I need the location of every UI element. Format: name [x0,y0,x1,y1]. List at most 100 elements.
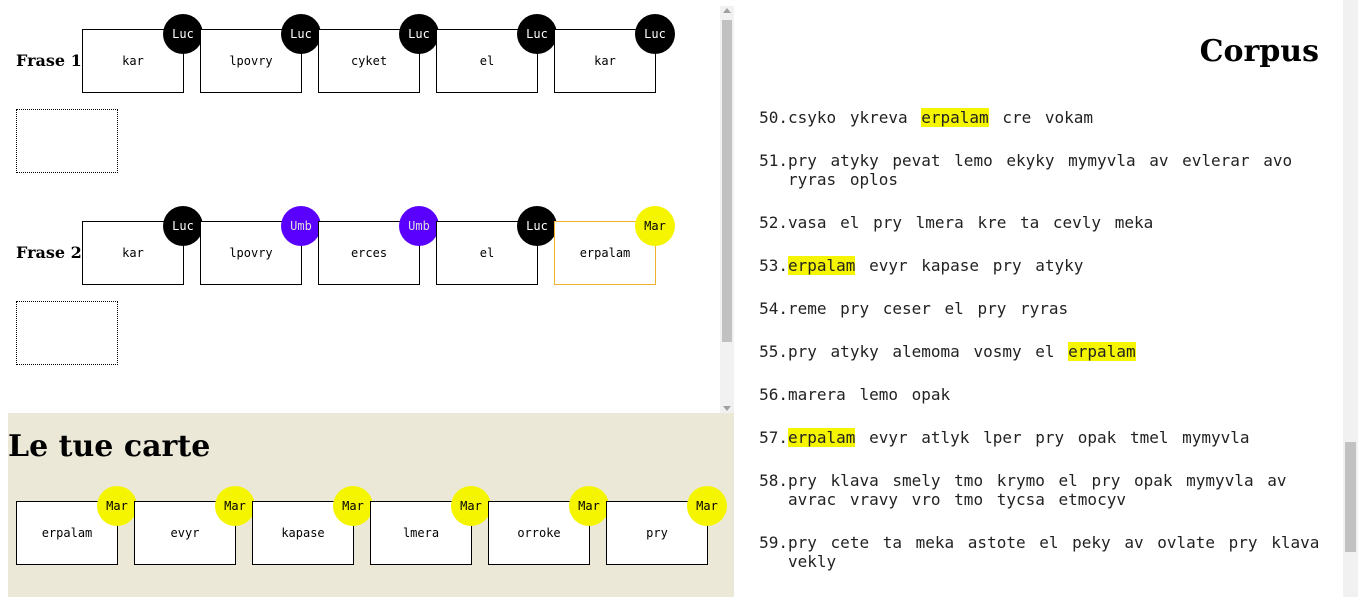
sentence-number: 55. [759,342,788,361]
corpus-word: vokam [1044,108,1094,127]
corpus-word: ykreva [849,108,908,127]
corpus-scrollbar[interactable] [1343,0,1358,597]
card-word: evyr [170,526,200,540]
board-card[interactable]: erces Umb [318,206,439,285]
corpus-word: ta [1019,213,1040,232]
corpus-word: tmel [1129,428,1169,447]
highlighted-word: erpalam [921,108,989,127]
card-word: kar [594,54,616,68]
corpus-word: astote [967,533,1026,552]
corpus-word: vosmy [973,342,1022,361]
drop-zone[interactable] [16,301,118,365]
corpus-word: kapase [921,256,980,275]
board-card[interactable]: kar Luc [82,14,203,93]
hand-card[interactable]: erpalam Mar [16,486,137,565]
owner-badge: Luc [517,14,557,54]
sentence-row-1: Frase 1 kar Luc lpovry Luc cyket Luc el … [16,14,716,93]
corpus-word: el [1039,533,1059,552]
corpus-word: cevly [1052,213,1102,232]
scroll-down-icon[interactable] [723,406,731,411]
board-card-selected[interactable]: erpalam Mar [554,206,675,285]
card-word: lmera [402,526,440,540]
corpus-word: etmocyv [1058,490,1126,509]
corpus-word: evlerar [1182,151,1250,170]
board-card[interactable]: kar Luc [82,206,203,285]
corpus-word: opak [1077,428,1117,447]
corpus-word: cre [1002,108,1032,127]
highlighted-word: erpalam [788,256,856,275]
card-word: el [479,54,495,68]
drop-zone[interactable] [16,109,118,173]
corpus-word: marera [788,385,846,404]
corpus-word: av [1124,533,1144,552]
hand-card[interactable]: pry Mar [606,486,727,565]
owner-badge: Luc [163,14,203,54]
card-word: erpalam [579,246,631,260]
corpus-word: pry [1091,471,1121,490]
hand-card[interactable]: evyr Mar [134,486,255,565]
owner-badge: Luc [163,206,203,246]
owner-badge: Umb [399,206,439,246]
corpus-word: alemoma [892,342,960,361]
sentence-number: 50. [759,108,788,127]
hand-card[interactable]: kapase Mar [252,486,373,565]
sentence-text: csyko ykreva erpalam cre vokam [788,108,1328,127]
scrollbar-thumb[interactable] [1345,442,1356,552]
corpus-word: ceser [882,299,931,318]
board-card[interactable]: el Luc [436,206,557,285]
card-word: kar [122,246,144,260]
board-card[interactable]: cyket Luc [318,14,439,93]
corpus-word: el [944,299,964,318]
owner-badge: Mar [97,486,137,526]
corpus-word: pry [840,299,870,318]
sentence-number: 52. [759,213,788,232]
corpus-word: av [1149,151,1169,170]
highlighted-word: erpalam [788,428,856,447]
sentence-text: pry klava smely tmo krymo el pry opak my… [788,471,1328,509]
corpus-word: pry [1228,533,1258,552]
corpus-word: ta [882,533,902,552]
sentence-text: vasa el pry lmera kre ta cevly meka [788,213,1328,232]
board-scrollbar[interactable] [720,6,734,413]
corpus-word: lmera [915,213,964,232]
corpus-word: el [1058,471,1078,490]
scroll-up-icon[interactable] [723,8,731,13]
corpus-word: pry [788,533,817,552]
corpus-word: ovlate [1157,533,1216,552]
sentence-number: 59. [759,533,788,552]
highlighted-word: erpalam [1068,342,1136,361]
corpus-word: vasa [788,213,827,232]
corpus-word: tmo [954,490,984,509]
card-word: kapase [281,526,325,540]
corpus-word: reme [788,299,827,318]
corpus-word: mymyvla [1068,151,1136,170]
sentence-text: pry cete ta meka astote el peky av ovlat… [788,533,1328,571]
corpus-word: smely [892,471,941,490]
corpus-word: el [840,213,860,232]
card-word: erces [350,246,388,260]
corpus-word: av [1267,471,1287,490]
board-card[interactable]: lpovry Luc [200,14,321,93]
corpus-word: vro [911,490,941,509]
owner-badge: Luc [399,14,439,54]
game-panel: Frase 1 kar Luc lpovry Luc cyket Luc el … [8,6,734,597]
corpus-word: cete [830,533,870,552]
board: Frase 1 kar Luc lpovry Luc cyket Luc el … [8,6,720,413]
scrollbar-thumb[interactable] [722,20,732,342]
hand-card[interactable]: orroke Mar [488,486,609,565]
owner-badge: Mar [333,486,373,526]
corpus-word: atlyk [921,428,970,447]
board-card[interactable]: lpovry Umb [200,206,321,285]
hand-card[interactable]: lmera Mar [370,486,491,565]
corpus-word: evyr [869,428,908,447]
corpus-word: pevat [892,151,941,170]
row-label: Frase 1 [16,51,82,70]
corpus-word: avrac [788,490,837,509]
corpus-word: pry [1035,428,1065,447]
board-card[interactable]: el Luc [436,14,557,93]
board-card[interactable]: kar Luc [554,14,675,93]
corpus-word: ekyky [1006,151,1055,170]
corpus-word: pry [992,256,1022,275]
corpus-word: atyky [1035,256,1084,275]
corpus-word: mymyvla [1186,471,1254,490]
